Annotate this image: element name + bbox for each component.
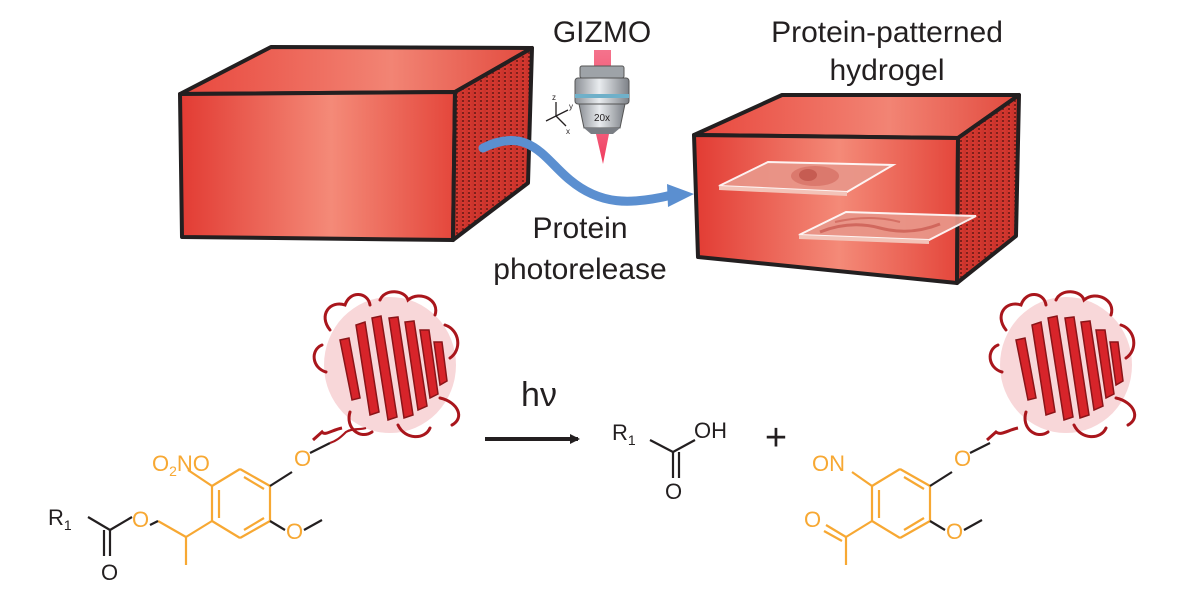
patterned-title-line2: hydrogel bbox=[829, 54, 944, 87]
carbonyl-oxygen-left: O bbox=[101, 560, 118, 585]
axis-x-label: x bbox=[566, 127, 570, 136]
carbonyl-oxygen-product: O bbox=[665, 479, 682, 504]
xyz-axes-icon bbox=[545, 102, 569, 127]
nitroso-label: ON bbox=[812, 451, 845, 476]
nitro-n-label: NO bbox=[177, 451, 210, 476]
molecule-labels-right: ON O O O bbox=[804, 446, 971, 544]
r1-label-left: R bbox=[48, 505, 64, 530]
r1-label-product: R bbox=[612, 420, 628, 445]
hv-label: hν bbox=[521, 376, 557, 414]
svg-text:R1: R1 bbox=[48, 505, 72, 533]
ether-oxygen-right: O bbox=[954, 446, 971, 471]
ketone-oxygen: O bbox=[804, 507, 821, 532]
protein-structure-right bbox=[986, 290, 1137, 442]
block-right-front-face bbox=[692, 133, 960, 285]
methoxy-oxygen-left: O bbox=[286, 519, 303, 544]
patterned-title-line1: Protein-patterned bbox=[771, 16, 1003, 49]
objective-magnification: 20x bbox=[594, 113, 610, 124]
svg-text:O2NO: O2NO bbox=[152, 451, 210, 479]
photocaged-linker-molecule bbox=[87, 426, 367, 565]
photorelease-label-line2: photorelease bbox=[493, 253, 666, 286]
laser-beam bbox=[596, 134, 609, 164]
methoxy-oxygen-right: O bbox=[946, 519, 963, 544]
r1-sub-left: 1 bbox=[64, 517, 72, 533]
block-left-front-face bbox=[178, 90, 457, 242]
molecule-labels-left: O2NO O O O O R1 bbox=[48, 446, 311, 585]
nitroso-product-molecule bbox=[823, 442, 991, 565]
plus-sign: + bbox=[765, 417, 787, 459]
svg-text:R1: R1 bbox=[612, 420, 636, 448]
block-right-side-face bbox=[955, 93, 1021, 285]
carboxylic-acid-product bbox=[649, 439, 696, 478]
photorelease-arrow bbox=[478, 135, 694, 207]
nitro-o-label: O bbox=[152, 451, 169, 476]
hydroxyl-label: OH bbox=[694, 418, 727, 443]
protein-pattern-sheet-upper bbox=[718, 160, 897, 196]
r1-sub-product: 1 bbox=[628, 432, 636, 448]
axis-z-label: z bbox=[552, 93, 556, 102]
photorelease-label-line1: Protein bbox=[532, 212, 627, 245]
protein-pattern-sheet-lower bbox=[798, 210, 977, 244]
ester-oxygen: O bbox=[132, 507, 149, 532]
ether-oxygen-top: O bbox=[294, 446, 311, 471]
hydrogel-block-right bbox=[692, 93, 1021, 285]
gizmo-label: GIZMO bbox=[553, 16, 651, 49]
axis-y-label: y bbox=[569, 102, 573, 111]
hydrogel-block-left bbox=[178, 45, 534, 242]
protein-structure-left bbox=[312, 290, 461, 442]
microscope-objective-icon: 20x bbox=[574, 50, 630, 164]
